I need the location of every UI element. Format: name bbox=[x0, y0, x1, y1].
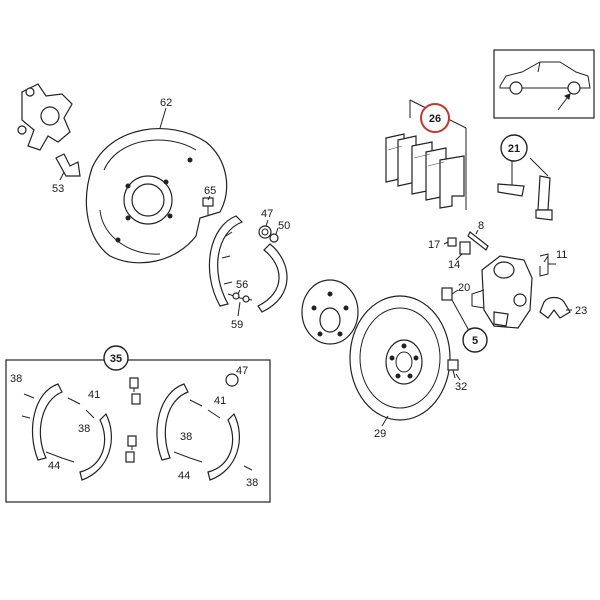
label-20: 20 bbox=[458, 282, 470, 294]
wheel-hub bbox=[301, 279, 359, 345]
callout-26[interactable]: 26 bbox=[420, 103, 450, 133]
bolt-32 bbox=[447, 359, 459, 379]
backing-plate bbox=[85, 128, 228, 264]
label-41-a: 41 bbox=[88, 389, 100, 401]
svg-text:26: 26 bbox=[429, 113, 441, 125]
label-65: 65 bbox=[204, 185, 216, 197]
label-38-c: 38 bbox=[180, 431, 192, 443]
bolt-65 bbox=[202, 197, 214, 216]
label-32: 32 bbox=[455, 381, 467, 393]
caliper bbox=[471, 255, 533, 329]
label-41-b: 41 bbox=[214, 395, 226, 407]
label-14: 14 bbox=[448, 259, 460, 271]
brake-pad-set bbox=[385, 99, 467, 210]
label-11: 11 bbox=[556, 249, 567, 261]
label-38-d: 38 bbox=[246, 477, 258, 489]
svg-text:35: 35 bbox=[110, 353, 122, 365]
nut-47-top bbox=[258, 225, 272, 239]
label-38-b: 38 bbox=[78, 423, 90, 435]
label-47-kit: 47 bbox=[236, 365, 248, 377]
label-62: 62 bbox=[160, 97, 172, 109]
vehicle-locator-inset bbox=[493, 49, 595, 119]
label-23: 23 bbox=[575, 305, 587, 317]
label-59: 59 bbox=[231, 319, 243, 331]
label-44-b: 44 bbox=[178, 470, 190, 482]
label-53: 53 bbox=[52, 183, 64, 195]
cap-50 bbox=[269, 233, 279, 243]
label-38-a: 38 bbox=[10, 373, 22, 385]
cap-14 bbox=[459, 241, 471, 255]
callout-35[interactable]: 35 bbox=[103, 345, 129, 371]
svg-text:5: 5 bbox=[472, 335, 478, 347]
part-labels: 53 62 65 47 50 56 59 8 17 14 11 20 23 32… bbox=[10, 97, 587, 489]
svg-text:21: 21 bbox=[508, 143, 520, 155]
steering-knuckle bbox=[17, 83, 81, 177]
label-8: 8 bbox=[478, 220, 484, 232]
spring-11 bbox=[539, 253, 556, 277]
label-47-top: 47 bbox=[261, 208, 273, 220]
adjuster-56 bbox=[227, 292, 253, 303]
bleeder-17 bbox=[447, 237, 457, 247]
label-44-a: 44 bbox=[48, 460, 60, 472]
label-29: 29 bbox=[374, 428, 386, 440]
parking-brake-shoe bbox=[208, 215, 288, 313]
guide-pin-8 bbox=[467, 231, 489, 251]
shoe-kit-box bbox=[5, 348, 271, 503]
label-56: 56 bbox=[236, 279, 248, 291]
callout-21[interactable]: 21 bbox=[500, 134, 528, 162]
caliper-bracket-23 bbox=[539, 296, 571, 319]
brake-disc bbox=[349, 295, 451, 421]
bolt-20 bbox=[441, 287, 453, 301]
wear-sensor-set bbox=[497, 157, 553, 221]
label-50: 50 bbox=[278, 220, 290, 232]
callout-5[interactable]: 5 bbox=[462, 327, 488, 353]
label-17: 17 bbox=[428, 239, 440, 251]
